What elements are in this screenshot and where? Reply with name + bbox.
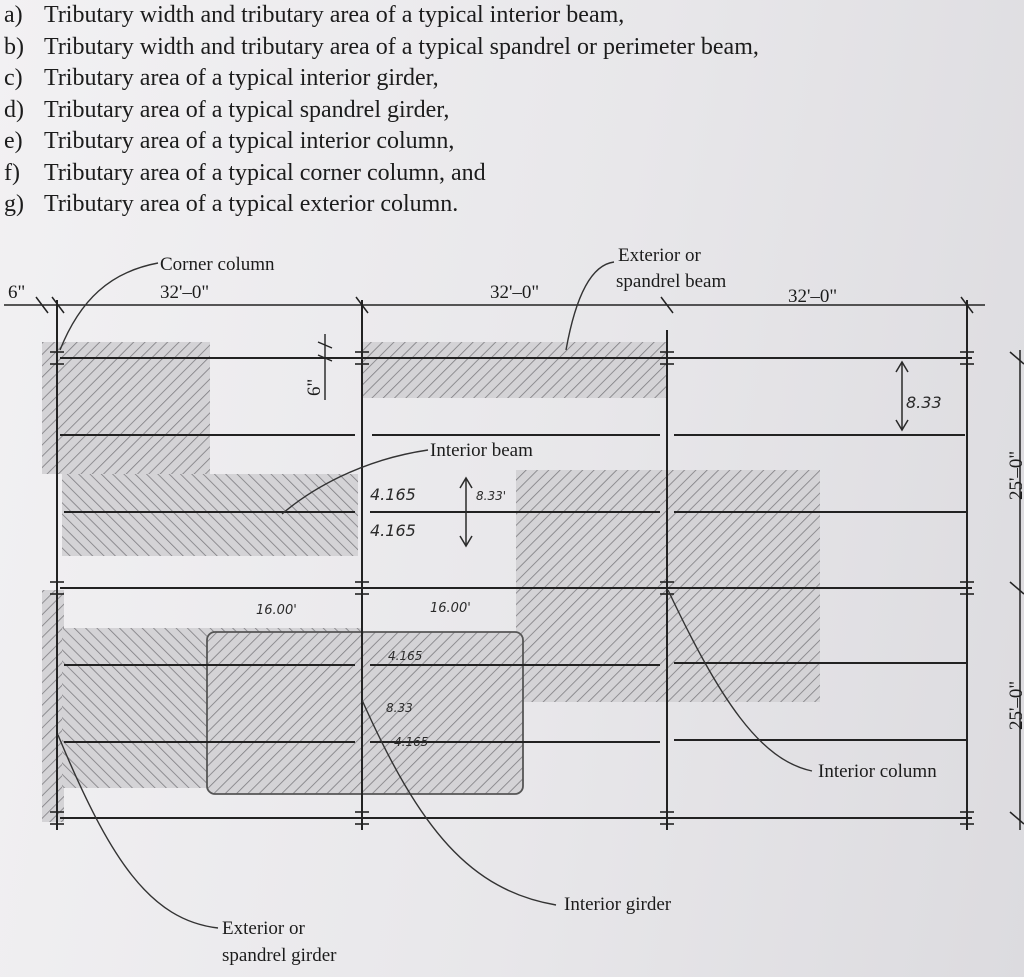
question-letter: d): [4, 96, 24, 123]
handwritten-girder-area-mid: 8.33: [386, 701, 413, 715]
question-text: Tributary width and tributary area of a …: [44, 2, 625, 28]
question-letter: f): [4, 159, 20, 186]
interior-girder-leader: [361, 699, 557, 906]
spandrel-beam-leader: [565, 261, 615, 351]
dimension-tick: [1009, 581, 1024, 595]
bay-width-dimension-3: 32'–0": [788, 286, 837, 307]
dimension-tick: [317, 354, 333, 362]
interior-column-label: Interior column: [818, 761, 937, 782]
question-item: g) Tributary area of a typical exterior c…: [4, 189, 759, 221]
arrow-head: [895, 419, 909, 432]
offset-dimension: [317, 334, 333, 400]
handwritten-beam-spacing: 8.33': [476, 489, 506, 503]
question-text: Tributary area of a typical interior gir…: [44, 65, 439, 91]
spandrel-beam-label-line2: spandrel beam: [616, 271, 726, 292]
interior-girder-label: Interior girder: [564, 894, 672, 915]
handwritten-beam-half-bottom: 4.165: [370, 521, 416, 540]
interior-column-leader: [667, 589, 813, 772]
question-item: c) Tributary area of a typical interior g…: [4, 63, 759, 95]
tributary-areas: [42, 342, 820, 822]
spandrel-girder-leader: [57, 734, 219, 929]
interior-girder-area: [206, 631, 524, 795]
handwritten-beam-half-top: 4.165: [370, 485, 416, 504]
question-letter: a): [4, 2, 23, 28]
bay-width-dimension-2: 32'–0": [490, 282, 539, 303]
question-item: b) Tributary width and tributary area of …: [4, 32, 759, 64]
question-item: a) Tributary width and tributary area of …: [4, 0, 759, 32]
question-letter: g): [4, 191, 24, 217]
bay-width-dimension-1: 32'–0": [160, 282, 209, 303]
vertical-offset-dimension: 6": [304, 379, 325, 396]
handwritten-girder-area-top: 4.165: [388, 649, 422, 663]
dimension-tick: [35, 296, 49, 314]
interior-beam-area: [62, 474, 358, 556]
girder-lines: [56, 300, 968, 830]
bay-depth-dimension-2: 25'–0": [1006, 681, 1024, 730]
question-item: d) Tributary area of a typical spandrel g…: [4, 95, 759, 127]
interior-beam-label: Interior beam: [430, 440, 533, 461]
question-letter: b): [4, 33, 24, 60]
question-item: e) Tributary area of a typical interior c…: [4, 126, 759, 158]
dimension-tick: [51, 296, 65, 314]
corner-column-leader: [59, 262, 159, 351]
top-dimension: [4, 296, 985, 314]
dimension-tick: [660, 296, 674, 314]
question-letter: c): [4, 65, 23, 91]
arrow-head: [459, 476, 473, 489]
exterior-column-area: [42, 590, 64, 822]
spandrel-beam-area: [362, 342, 668, 398]
question-list: a) Tributary width and tributary area of …: [4, 0, 759, 221]
question-text: Tributary width and tributary area of a …: [44, 33, 759, 60]
spandrel-girder-label-line2: spandrel girder: [222, 945, 337, 966]
dimension-tick: [317, 341, 333, 349]
corner-column-area: [42, 342, 210, 474]
right-dimension: [1009, 350, 1024, 830]
question-letter: e): [4, 128, 23, 154]
arrow-head: [459, 535, 473, 548]
dimension-tick: [1009, 351, 1024, 365]
handwritten-girder-half-right: 16.00': [430, 601, 471, 616]
question-text: Tributary area of a typical spandrel gir…: [44, 96, 450, 123]
leader-lines: [57, 261, 813, 929]
handwritten-marks: [459, 360, 909, 548]
question-item: f) Tributary area of a typical corner col…: [4, 158, 759, 190]
dimension-tick: [355, 296, 369, 314]
question-text: Tributary area of a typical corner colum…: [44, 159, 486, 186]
corner-column-label: Corner column: [160, 254, 275, 275]
beam-lines: [60, 357, 972, 819]
interior-beam-leader: [281, 449, 429, 515]
question-text: Tributary area of a typical interior col…: [44, 128, 455, 154]
handwritten-spacing-top-right: 8.33: [906, 393, 942, 412]
arrow-head: [895, 360, 909, 373]
spandrel-girder-label-line1: Exterior or: [222, 918, 306, 939]
handwritten-girder-area-bottom: 4.165: [394, 735, 428, 749]
dimension-tick: [960, 296, 974, 314]
question-text: Tributary area of a typical exterior col…: [44, 191, 459, 217]
bay-depth-dimension-1: 25'–0": [1006, 451, 1024, 500]
column-marks: [50, 351, 974, 825]
edge-offset-dimension: 6": [8, 282, 25, 303]
spandrel-beam-label-line1: Exterior or: [618, 245, 702, 266]
dimension-tick: [1009, 811, 1024, 825]
handwritten-girder-half-left: 16.00': [256, 603, 297, 618]
